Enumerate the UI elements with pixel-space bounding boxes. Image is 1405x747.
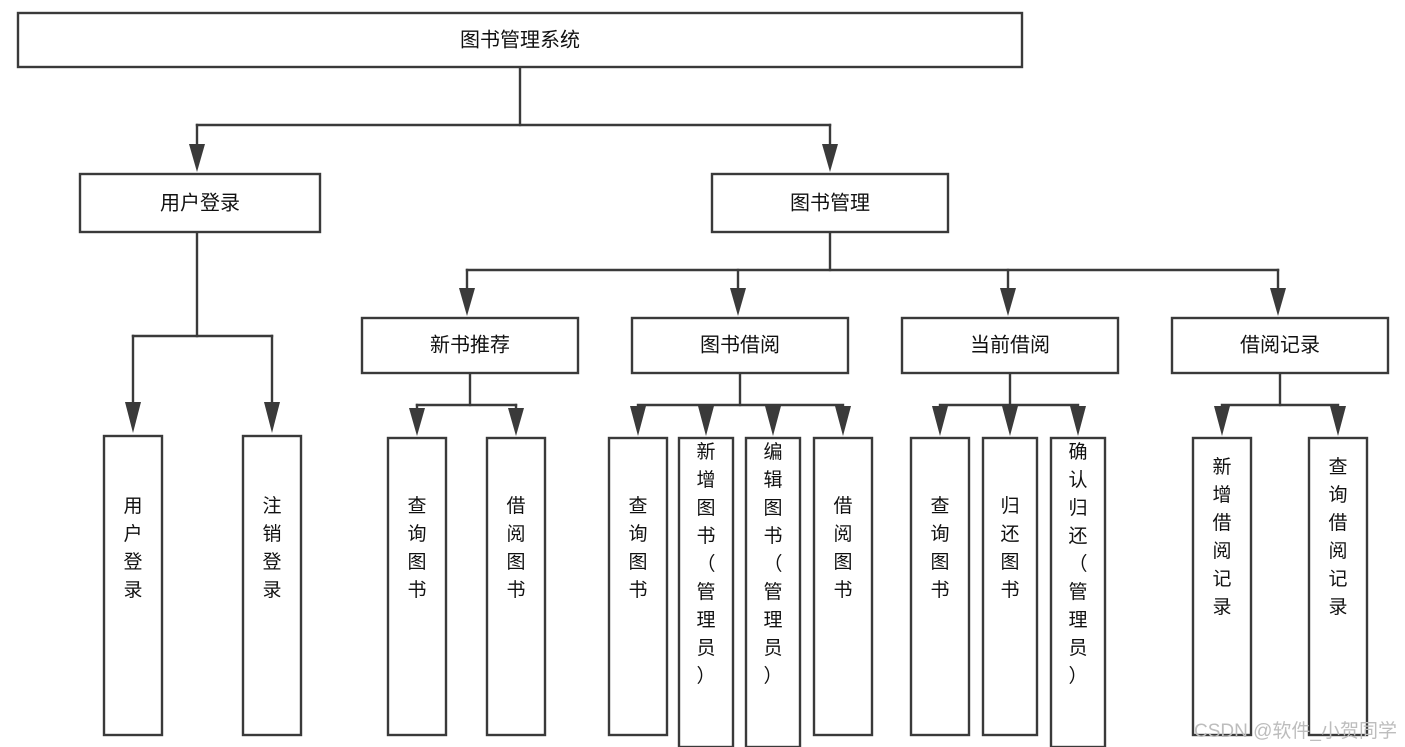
connector-layer <box>125 65 1346 436</box>
arrow-head-leaf-query-book-3 <box>932 406 948 436</box>
node-book-borrow[interactable]: 图书借阅 <box>630 316 850 375</box>
node-leaf-borrow-book-2-label: 借阅图书 <box>833 495 852 601</box>
node-leaf-query-book-1[interactable]: 查询图书 <box>386 436 448 737</box>
arrow-head-current-borrow <box>1000 288 1016 316</box>
node-leaf-edit-book-label: 编辑图书（管理员） <box>763 441 782 687</box>
node-leaf-add-record-label: 新增借阅记录 <box>1212 456 1231 618</box>
arrow-head-leaf-borrow-book-1 <box>508 408 524 436</box>
node-root-label: 图书管理系统 <box>460 28 580 51</box>
node-user-login[interactable]: 用户登录 <box>78 172 322 234</box>
arrow-head-borrow-record <box>1270 288 1286 316</box>
node-book-borrow-box[interactable] <box>630 316 850 375</box>
node-new-book-rec-box[interactable] <box>360 316 580 375</box>
node-current-borrow[interactable]: 当前借阅 <box>900 316 1120 375</box>
node-leaf-query-book-1-box[interactable] <box>386 436 448 737</box>
node-leaf-logout-label: 注销登录 <box>262 495 281 601</box>
node-leaf-edit-book[interactable]: 编辑图书（管理员） <box>744 436 802 747</box>
arrow-head-leaf-add-book <box>698 406 714 436</box>
arrow-head-leaf-query-book-2 <box>630 406 646 436</box>
node-leaf-query-record[interactable]: 查询借阅记录 <box>1307 436 1369 737</box>
node-leaf-query-record-label: 查询借阅记录 <box>1328 456 1347 618</box>
node-leaf-borrow-book-1[interactable]: 借阅图书 <box>485 436 547 737</box>
node-root[interactable]: 图书管理系统 <box>16 11 1024 69</box>
node-leaf-confirm-return-label: 确认归还（管理员） <box>1068 441 1087 687</box>
node-leaf-add-book-box[interactable] <box>677 436 735 747</box>
node-leaf-add-book[interactable]: 新增图书（管理员） <box>677 436 735 747</box>
arrow-head-leaf-add-record <box>1214 406 1230 436</box>
node-leaf-return-book[interactable]: 归还图书 <box>981 436 1039 737</box>
arrow-head-leaf-confirm-return <box>1070 406 1086 436</box>
node-leaf-add-book-label: 新增图书（管理员） <box>696 441 715 687</box>
node-leaf-borrow-book-1-label: 借阅图书 <box>506 495 525 601</box>
node-leaf-borrow-book-1-box[interactable] <box>485 436 547 737</box>
arrow-head-book-manage <box>822 144 838 172</box>
arrow-head-leaf-return-book <box>1002 406 1018 436</box>
node-leaf-query-record-box[interactable] <box>1307 436 1369 737</box>
arrow-head-leaf-query-book-1 <box>409 408 425 436</box>
arrow-head-leaf-edit-book <box>765 406 781 436</box>
arrow-head-user-login <box>189 144 205 172</box>
node-leaf-query-book-2[interactable]: 查询图书 <box>607 436 669 737</box>
node-leaf-return-book-box[interactable] <box>981 436 1039 737</box>
node-book-manage-box[interactable] <box>710 172 950 234</box>
arrow-head-leaf-user-login <box>125 402 141 433</box>
arrow-head-leaf-query-record <box>1330 406 1346 436</box>
arrow-head-book-borrow <box>730 288 746 316</box>
node-book-manage[interactable]: 图书管理 <box>710 172 950 234</box>
node-leaf-return-book-label: 归还图书 <box>1000 495 1019 601</box>
node-new-book-rec-label: 新书推荐 <box>430 333 510 356</box>
arrow-head-leaf-borrow-book-2 <box>835 406 851 436</box>
node-new-book-rec[interactable]: 新书推荐 <box>360 316 580 375</box>
node-borrow-record-label: 借阅记录 <box>1240 333 1320 356</box>
node-leaf-query-book-2-label: 查询图书 <box>628 495 647 601</box>
node-leaf-edit-book-box[interactable] <box>744 436 802 747</box>
node-leaf-confirm-return[interactable]: 确认归还（管理员） <box>1049 436 1107 747</box>
node-user-login-box[interactable] <box>78 172 322 234</box>
node-book-borrow-label: 图书借阅 <box>700 333 780 356</box>
node-leaf-user-login-label: 用户登录 <box>123 496 142 601</box>
node-leaf-user-login[interactable]: 用户登录 <box>102 434 164 737</box>
node-leaf-logout-box[interactable] <box>241 434 303 737</box>
node-leaf-query-book-3[interactable]: 查询图书 <box>909 436 971 737</box>
node-current-borrow-box[interactable] <box>900 316 1120 375</box>
node-leaf-add-record-box[interactable] <box>1191 436 1253 737</box>
node-book-manage-label: 图书管理 <box>790 191 870 214</box>
node-leaf-query-book-1-label: 查询图书 <box>407 495 426 601</box>
node-leaf-borrow-book-2[interactable]: 借阅图书 <box>812 436 874 737</box>
node-borrow-record[interactable]: 借阅记录 <box>1170 316 1390 375</box>
arrow-head-leaf-logout <box>264 402 280 433</box>
node-borrow-record-box[interactable] <box>1170 316 1390 375</box>
node-root-box[interactable] <box>16 11 1024 69</box>
node-user-login-label: 用户登录 <box>160 191 240 214</box>
node-leaf-confirm-return-box[interactable] <box>1049 436 1107 747</box>
node-leaf-borrow-book-2-box[interactable] <box>812 436 874 737</box>
node-leaf-query-book-3-label: 查询图书 <box>930 495 949 601</box>
node-leaf-logout[interactable]: 注销登录 <box>241 434 303 737</box>
node-leaf-user-login-box[interactable] <box>102 434 164 737</box>
node-leaf-add-record[interactable]: 新增借阅记录 <box>1191 436 1253 737</box>
node-leaf-query-book-2-box[interactable] <box>607 436 669 737</box>
node-leaf-query-book-3-box[interactable] <box>909 436 971 737</box>
node-current-borrow-label: 当前借阅 <box>970 333 1050 356</box>
arrow-head-new-book-rec <box>459 288 475 316</box>
